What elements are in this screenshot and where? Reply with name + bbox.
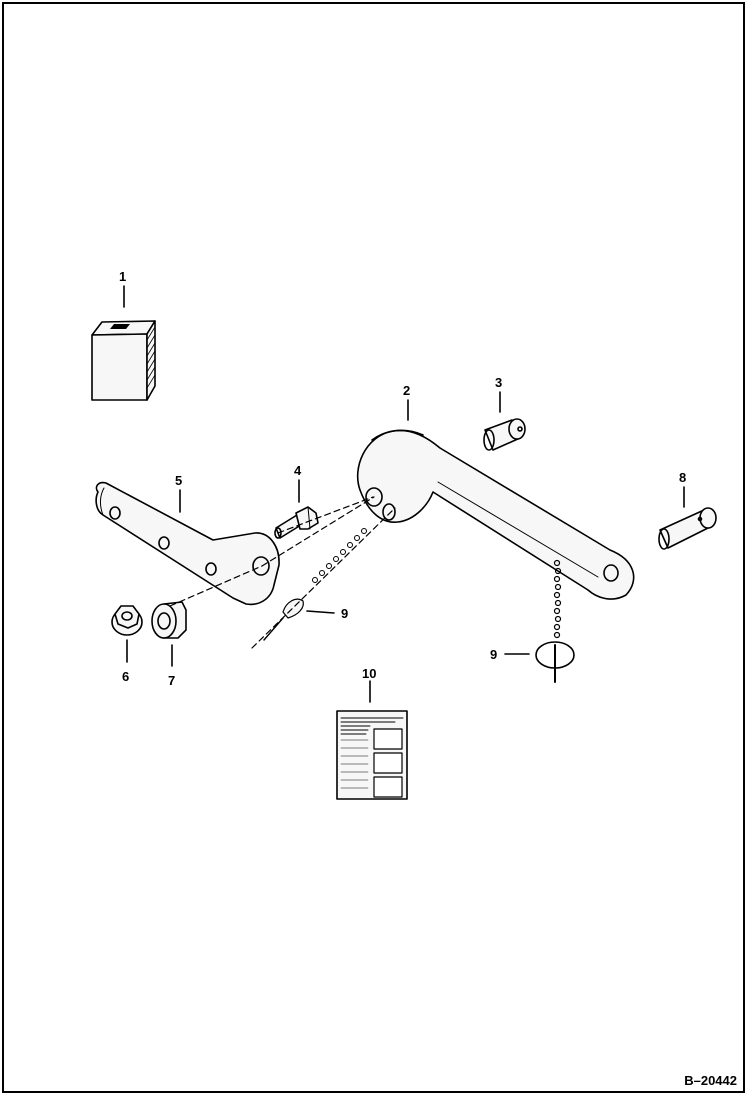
figure-id: B–20442	[684, 1073, 737, 1088]
pivot-pin-icon	[483, 418, 526, 451]
callout-8: 8	[679, 470, 686, 485]
lock-nut-icon	[151, 601, 187, 639]
clevis-pin-icon	[658, 507, 717, 550]
mount-bracket-icon	[95, 481, 280, 606]
decal-block-icon	[91, 320, 156, 401]
callout-7: 7	[168, 673, 175, 688]
bolt-icon	[274, 506, 319, 539]
callout-4: 4	[294, 463, 302, 478]
callout-3: 3	[495, 375, 502, 390]
flange-nut-icon	[111, 605, 143, 636]
callout-1: 1	[119, 269, 126, 284]
instruction-sheet-icon	[336, 710, 408, 800]
callout-6: 6	[122, 669, 129, 684]
callout-10: 10	[362, 666, 376, 681]
bent-tow-bar-icon	[356, 429, 635, 600]
callout-2: 2	[403, 383, 410, 398]
callout-9-right: 9	[490, 647, 497, 662]
callout-5: 5	[175, 473, 182, 488]
callout-9-left: 9	[341, 606, 348, 621]
